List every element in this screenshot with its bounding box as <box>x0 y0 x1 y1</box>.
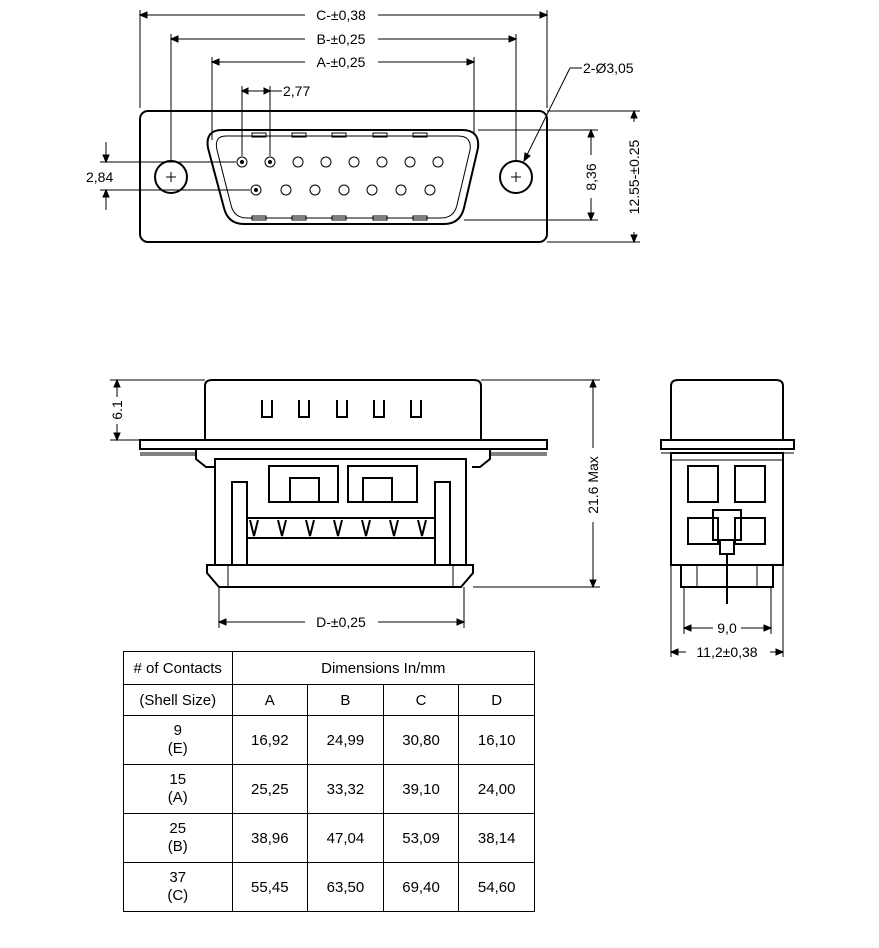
side-latch-right <box>347 465 418 503</box>
contacts-count: 25 <box>169 820 187 837</box>
pins-row-2 <box>250 184 436 196</box>
dimensions-table: # of Contacts Dimensions In/mm (Shell Si… <box>123 651 535 912</box>
column-header-d: D <box>458 684 535 716</box>
side-latch-left <box>268 465 339 503</box>
column-header-b: B <box>307 684 384 716</box>
dim-a-line <box>210 57 476 140</box>
d-shell-outer <box>206 129 480 225</box>
dim-a-label: A-±0,25 <box>317 54 366 70</box>
contacts-count: 15 <box>169 771 187 788</box>
shell-size: (A) <box>167 789 188 806</box>
shell-size: (C) <box>167 887 189 904</box>
dim-c-label: C-±0,38 <box>316 7 366 23</box>
shell-tabs <box>251 132 428 221</box>
side-flange <box>139 439 548 450</box>
side-body <box>214 458 467 566</box>
end-shell <box>670 379 784 440</box>
column-header-c: C <box>382 684 460 716</box>
contacts-cell: 15 (A) <box>123 764 233 814</box>
side-bracket-left <box>195 449 214 468</box>
value-a: 55,45 <box>231 862 309 912</box>
value-b: 63,50 <box>307 862 384 912</box>
side-pin-slots <box>261 400 422 418</box>
dim-height-outer-label: 12.55-±0.25 <box>626 139 642 214</box>
dim-b-line <box>169 34 518 160</box>
value-c: 53,09 <box>382 813 460 863</box>
contacts-count: 37 <box>169 869 187 886</box>
header-contacts-line1: # of Contacts <box>123 651 233 685</box>
value-d: 16,10 <box>458 715 535 765</box>
dim-hole-leader <box>523 67 582 163</box>
dim-row-line <box>100 142 250 210</box>
dim-height-inner-line <box>464 128 598 222</box>
value-b: 47,04 <box>307 813 384 863</box>
dim-row-label: 2,84 <box>86 169 113 185</box>
dim-total-height-line <box>473 378 600 589</box>
dim-hole-label: 2-Ø3,05 <box>583 60 634 76</box>
side-bottom <box>206 564 474 588</box>
value-a: 16,92 <box>231 715 309 765</box>
value-d: 38,14 <box>458 813 535 863</box>
dim-pin-height-label: 6.1 <box>109 400 125 420</box>
dim-total-height-label: 21.6 Max <box>585 456 601 514</box>
contacts-cell: 25 (B) <box>123 813 233 863</box>
side-bracket-right <box>472 449 491 468</box>
value-d: 54,60 <box>458 862 535 912</box>
table-row: 25 (B) 38,96 47,04 53,09 38,14 <box>123 813 535 863</box>
dim-outer-width-label: 11,2±0,38 <box>696 644 757 660</box>
dim-inner-width-line <box>682 587 773 634</box>
dim-pitch-label: 2,77 <box>283 83 310 99</box>
header-contacts-line2: (Shell Size) <box>123 684 233 716</box>
dim-c-line <box>138 10 549 108</box>
table-row: 37 (C) 55,45 63,50 69,40 54,60 <box>123 862 535 912</box>
dim-height-outer-line <box>547 109 640 244</box>
top-flange <box>139 110 548 243</box>
shell-size: (B) <box>167 838 188 855</box>
top-view: C-±0,38 B-±0,25 A-±0,25 <box>86 7 642 244</box>
value-b: 33,32 <box>307 764 384 814</box>
d-shell-inner <box>215 135 471 219</box>
shell-size: (E) <box>167 740 188 757</box>
table-row: 15 (A) 25,25 33,32 39,10 24,00 <box>123 764 535 814</box>
contacts-cell: 9 (E) <box>123 715 233 765</box>
value-c: 69,40 <box>382 862 460 912</box>
table-row: 9 (E) 16,92 24,99 30,80 16,10 <box>123 715 535 765</box>
pins-row-1 <box>236 156 444 168</box>
contacts-count: 9 <box>173 722 182 739</box>
value-b: 24,99 <box>307 715 384 765</box>
header-dimensions: Dimensions In/mm <box>231 651 535 685</box>
dim-b-label: B-±0,25 <box>317 31 366 47</box>
dim-inner-width-label: 9,0 <box>717 620 737 636</box>
column-header-a: A <box>231 684 309 716</box>
side-shell <box>204 379 482 440</box>
dim-outer-width-line <box>669 565 785 657</box>
side-view: 6.1 21.6 Max D-±0,25 <box>109 378 601 630</box>
dim-d-label: D-±0,25 <box>316 614 366 630</box>
value-a: 38,96 <box>231 813 309 863</box>
mounting-hole-left <box>154 160 188 194</box>
dim-height-inner-label: 8,36 <box>583 163 599 190</box>
side-contacts <box>247 517 435 539</box>
mounting-hole-right <box>499 160 533 194</box>
value-c: 39,10 <box>382 764 460 814</box>
value-c: 30,80 <box>382 715 460 765</box>
end-view: 9,0 11,2±0,38 <box>660 379 795 660</box>
end-flange <box>660 439 795 450</box>
value-a: 25,25 <box>231 764 309 814</box>
dim-d-line <box>217 587 466 628</box>
dim-pitch-line <box>240 86 282 156</box>
dim-pin-height-line <box>110 378 205 442</box>
contacts-cell: 37 (C) <box>123 862 233 912</box>
value-d: 24,00 <box>458 764 535 814</box>
